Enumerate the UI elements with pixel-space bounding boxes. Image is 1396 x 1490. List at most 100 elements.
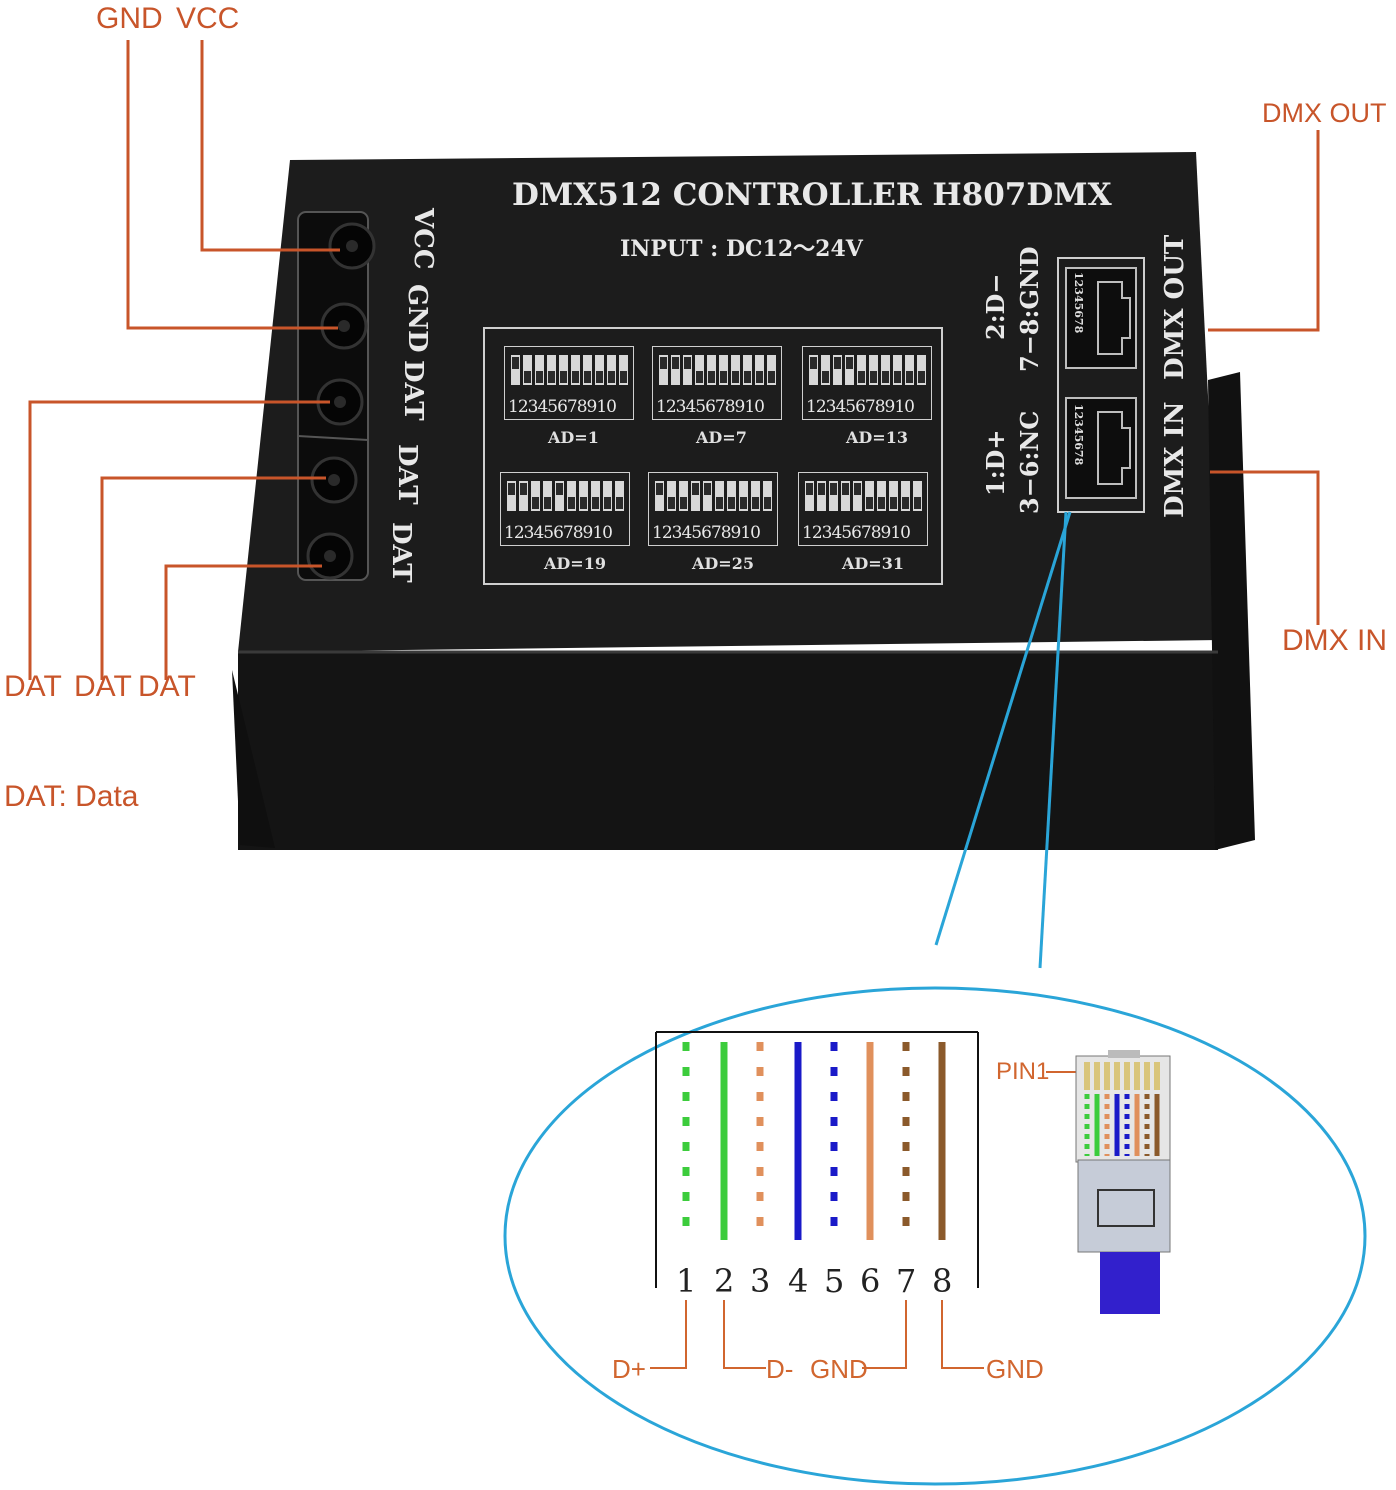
- dip-toggle: [743, 355, 752, 385]
- dip-toggle: [905, 355, 914, 385]
- dip-toggle: [703, 481, 712, 511]
- pin-number-3: 3: [750, 1262, 771, 1300]
- rj45-connector-illustration: [1075, 1050, 1171, 1314]
- dip-toggle: [695, 355, 704, 385]
- dip-toggle: [655, 481, 664, 511]
- terminal-label-dat-3: DAT: [386, 522, 416, 583]
- pinout-out-2: 7−8:GND: [1015, 246, 1044, 372]
- dip-toggle: [833, 355, 842, 385]
- dip-switch-numbers: 12345678910: [802, 523, 911, 543]
- dip-toggle: [853, 481, 862, 511]
- dip-toggle: [507, 481, 516, 511]
- pin-number-4: 4: [788, 1262, 809, 1300]
- dip-toggle: [531, 481, 540, 511]
- callout-gnd: GND: [96, 2, 163, 35]
- dip-toggle: [715, 481, 724, 511]
- dip-toggle: [857, 355, 866, 385]
- dip-toggle: [615, 481, 624, 511]
- pin-number-2: 2: [714, 1262, 735, 1300]
- terminal-label-vcc: VCC: [408, 208, 438, 270]
- dip-toggle: [535, 355, 544, 385]
- port-label-out: DMX OUT: [1160, 234, 1190, 380]
- dip-switch-5: 12345678910: [648, 472, 778, 546]
- callout-dat-1: DAT: [4, 670, 62, 703]
- dip-toggle: [519, 481, 528, 511]
- pin-label-d-plus: D+: [612, 1354, 646, 1384]
- pin-number-6: 6: [860, 1262, 881, 1300]
- dip-toggle: [523, 355, 532, 385]
- dip-toggle: [619, 355, 628, 385]
- dip-switch-numbers: 12345678910: [508, 397, 617, 417]
- rj45-ports: [1065, 267, 1137, 499]
- dip-toggle: [755, 355, 764, 385]
- dip-address-label: AD=19: [544, 554, 606, 573]
- pin-label-gnd-1: GND: [810, 1354, 868, 1384]
- dat-legend: DAT: Data: [4, 780, 139, 813]
- dip-toggle: [763, 481, 772, 511]
- dip-toggle: [691, 481, 700, 511]
- dip-toggle: [841, 481, 850, 511]
- dip-toggle: [559, 355, 568, 385]
- callout-dmx-out: DMX OUT: [1262, 98, 1387, 128]
- plug-contact-6: [1134, 1062, 1140, 1090]
- dip-toggle: [555, 481, 564, 511]
- dip-toggle: [809, 355, 818, 385]
- dip-address-label: AD=1: [548, 428, 599, 447]
- pin-number-5: 5: [824, 1262, 845, 1300]
- device-input-rating: INPUT : DC12～24V: [620, 236, 863, 262]
- port-pin-numbers-in: 12345678: [1072, 404, 1085, 466]
- dip-toggle: [767, 355, 776, 385]
- dip-toggle: [719, 355, 728, 385]
- dip-toggle: [893, 355, 902, 385]
- dip-toggle: [817, 481, 826, 511]
- dip-address-label: AD=13: [846, 428, 908, 447]
- pin-label-d-minus: D-: [766, 1354, 794, 1384]
- rj45-port-out: [1065, 267, 1137, 369]
- dip-toggle: [865, 481, 874, 511]
- connector-pin1-label: PIN1: [996, 1058, 1050, 1085]
- plug-contact-8: [1154, 1062, 1160, 1090]
- device-front-panel: [238, 652, 1218, 850]
- pin-number-8: 8: [932, 1262, 953, 1300]
- dip-toggle: [917, 355, 926, 385]
- zoom-callout: [503, 511, 1367, 1486]
- device-mount-ear: [1208, 372, 1255, 850]
- dip-address-label: AD=7: [696, 428, 747, 447]
- dip-toggle: [731, 355, 740, 385]
- dip-toggle: [869, 355, 878, 385]
- wires: [682, 1042, 946, 1240]
- pinout-in-1: 1:D+: [981, 429, 1010, 496]
- terminal-label-dat-2: DAT: [392, 444, 422, 505]
- dip-toggle: [659, 355, 668, 385]
- device-mount-ear-left: [232, 670, 275, 848]
- dip-switch-1: 12345678910: [504, 346, 634, 420]
- dip-toggle: [607, 355, 616, 385]
- dip-toggle: [901, 481, 910, 511]
- dip-switch-numbers: 12345678910: [504, 523, 613, 543]
- terminal-label-gnd: GND: [402, 284, 432, 353]
- dip-toggle: [727, 481, 736, 511]
- dip-toggle: [877, 481, 886, 511]
- dip-toggle: [579, 481, 588, 511]
- terminal-screws: [306, 222, 376, 580]
- dip-toggle: [707, 355, 716, 385]
- dip-switch-3: 12345678910: [802, 346, 932, 420]
- dip-toggle: [567, 481, 576, 511]
- dip-address-label: AD=31: [842, 554, 904, 573]
- dip-toggle: [739, 481, 748, 511]
- dip-toggle: [829, 481, 838, 511]
- dip-toggle: [679, 481, 688, 511]
- port-pin-numbers-out: 12345678: [1072, 272, 1085, 334]
- dip-switch-numbers: 12345678910: [652, 523, 761, 543]
- dip-toggle: [571, 355, 580, 385]
- plug-contact-1: [1084, 1062, 1090, 1090]
- plug-contact-7: [1144, 1062, 1150, 1090]
- dip-toggle: [511, 355, 520, 385]
- dip-toggle: [595, 355, 604, 385]
- dip-toggle: [603, 481, 612, 511]
- device-title: DMX512 CONTROLLER H807DMX: [512, 177, 1112, 213]
- dip-toggle: [671, 355, 680, 385]
- callout-dat-3: DAT: [138, 670, 196, 703]
